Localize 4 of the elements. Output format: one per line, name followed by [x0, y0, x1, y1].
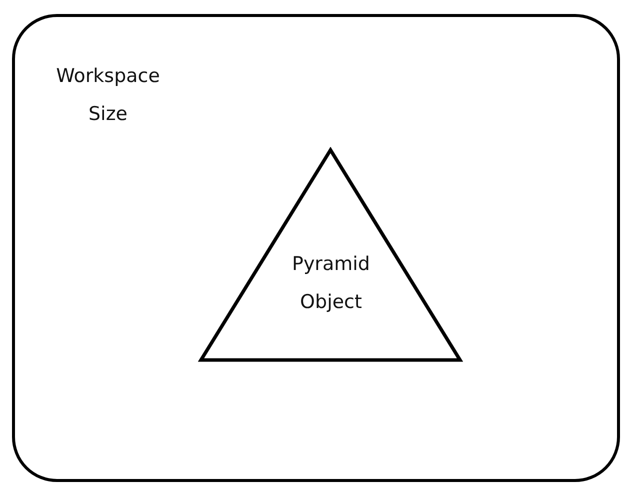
panel-title: Workspace Size [55, 64, 161, 127]
rounded-panel [12, 14, 620, 482]
shape-label: Pyramid Object [290, 252, 371, 315]
triangle-shape [198, 147, 463, 363]
